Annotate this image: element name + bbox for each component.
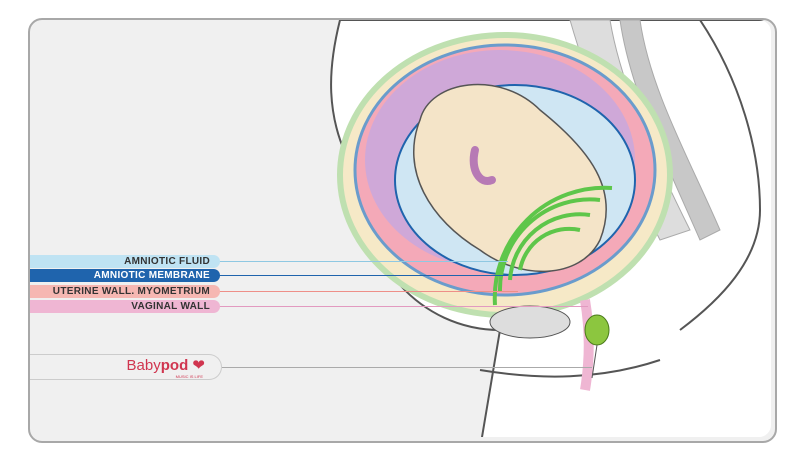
pelvic-line	[479, 359, 661, 378]
label-pill: AMNIOTIC MEMBRANE	[30, 269, 220, 282]
leader-line	[218, 275, 508, 276]
fetus	[412, 83, 607, 273]
leader-line	[218, 306, 588, 307]
babypod-logo: Babypod ❤ MUSIC IS LIFE	[30, 354, 222, 380]
leader-line	[218, 291, 518, 292]
logo-leader-line	[222, 367, 592, 368]
device-cord	[591, 344, 598, 379]
label-pill: UTERINE WALL. MYOMETRIUM	[30, 285, 220, 298]
logo-tagline: MUSIC IS LIFE	[175, 374, 203, 379]
label-pill: VAGINAL WALL	[30, 300, 220, 313]
label-pill: AMNIOTIC FLUID	[30, 255, 220, 268]
vaginal-canal	[580, 299, 594, 391]
babypod-device	[584, 314, 610, 346]
bladder	[489, 305, 571, 339]
logo-text: Babypod ❤	[126, 357, 205, 374]
leader-line	[218, 261, 508, 262]
back-curve	[679, 20, 762, 331]
sound-waves	[492, 185, 613, 306]
umbilical-cord	[469, 146, 496, 185]
